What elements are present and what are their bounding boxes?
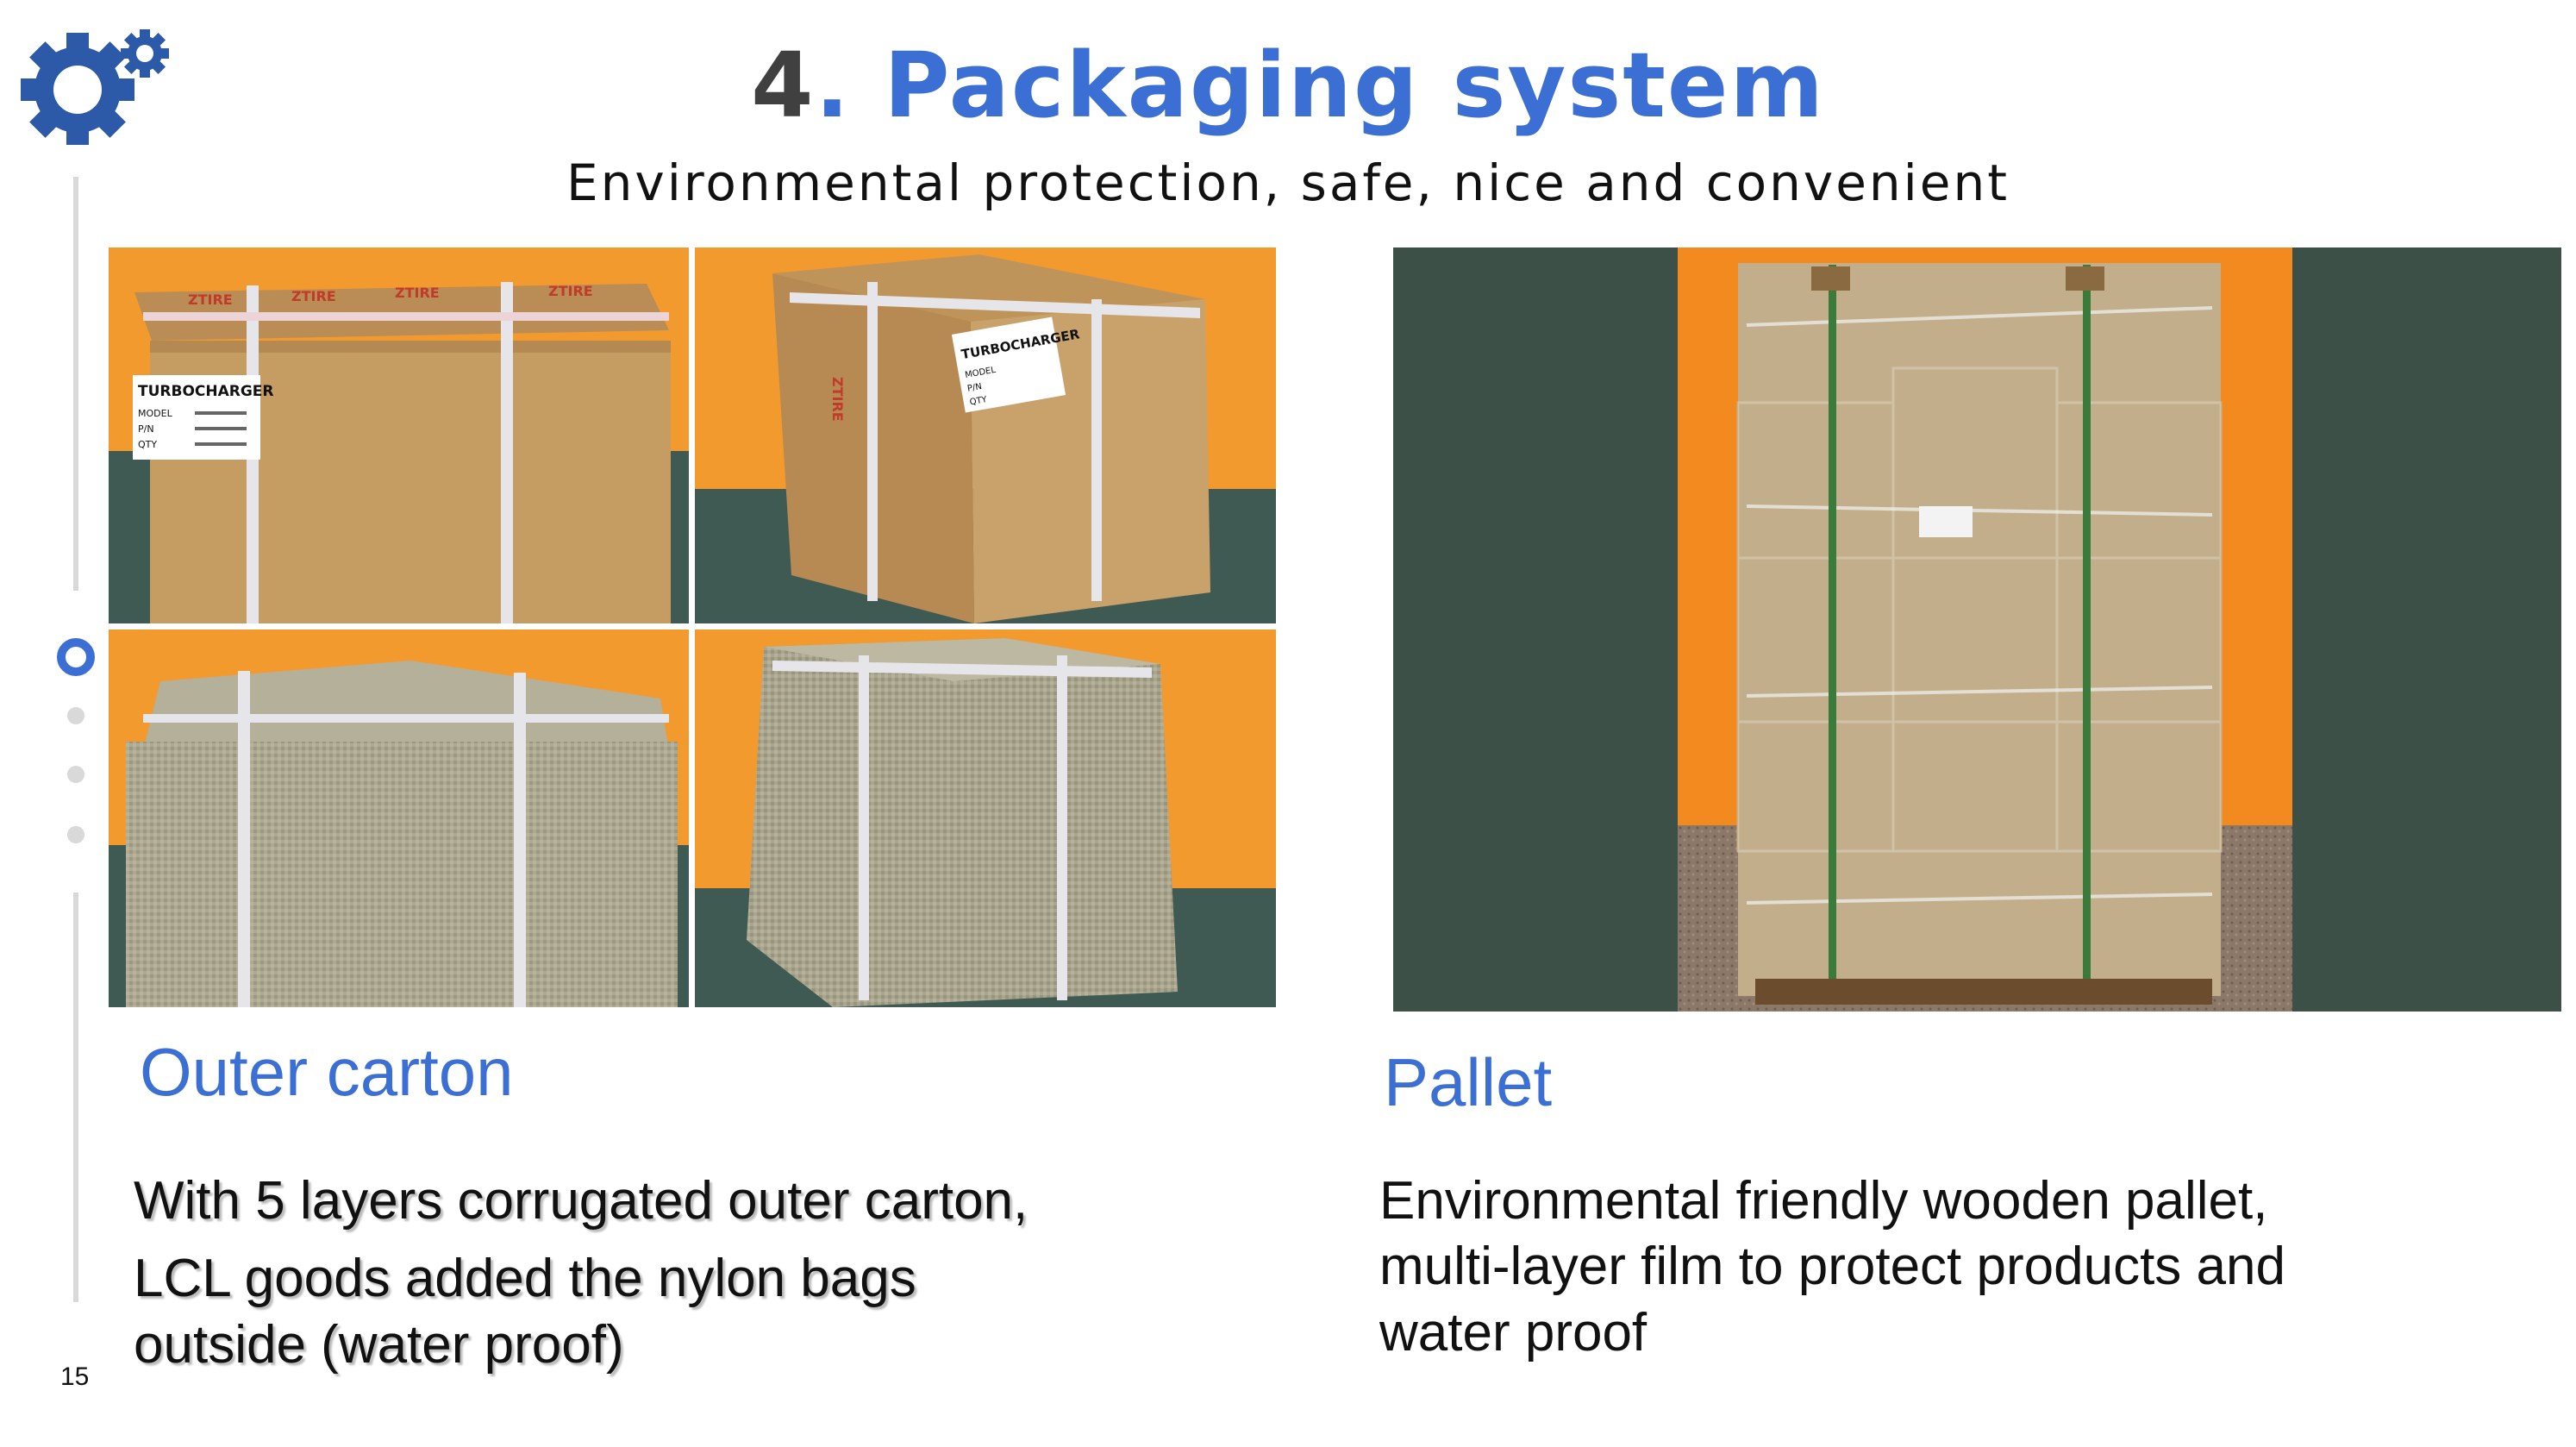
carton-label-pn: P/N	[138, 423, 154, 435]
nav-rail-top	[73, 177, 78, 591]
svg-text:ZTIRE: ZTIRE	[395, 285, 440, 301]
svg-text:ZTIRE: ZTIRE	[548, 283, 593, 299]
outer-carton-line-1: With 5 layers corrugated outer carton,	[134, 1171, 1029, 1231]
nav-dot-4[interactable]	[67, 826, 84, 843]
gear-logo-icon	[16, 16, 179, 147]
nylon-bag-photo-angled	[695, 630, 1276, 1007]
nav-rail-bottom	[73, 893, 78, 1302]
nylon-bag-photo-front	[109, 630, 689, 1007]
outer-carton-line-3: outside (water proof)	[134, 1314, 624, 1375]
svg-text:ZTIRE: ZTIRE	[291, 288, 336, 304]
pallet-description: Environmental friendly wooden pallet, mu…	[1379, 1168, 2569, 1366]
carton-label-model: MODEL	[138, 408, 173, 419]
carton-photo-front: ZTIRE ZTIRE ZTIRE ZTIRE TURBOCHARGER MODEL…	[109, 247, 689, 623]
svg-text:ZTIRE: ZTIRE	[188, 291, 233, 308]
nav-dot-active[interactable]	[57, 638, 95, 676]
carton-label-pn-2: P/N	[966, 382, 983, 394]
svg-text:ZTIRE: ZTIRE	[829, 377, 846, 422]
pallet-photo	[1393, 247, 2561, 1012]
page-subtitle: Environmental protection, safe, nice and…	[566, 153, 2010, 212]
outer-carton-line-2: LCL goods added the nylon bags	[134, 1249, 916, 1309]
carton-label-brand: TURBOCHARGER	[138, 383, 274, 400]
pallet-line-1: Environmental friendly wooden pallet,	[1379, 1171, 2268, 1231]
page-number: 15	[60, 1362, 90, 1391]
carton-label-qty: QTY	[138, 439, 157, 450]
outer-carton-title: Outer carton	[140, 1034, 514, 1110]
pallet-line-2: multi-layer film to protect products and	[1379, 1237, 2285, 1297]
carton-photo-angled: ZTIRE TURBOCHARGER MODEL P/N QTY	[695, 247, 1276, 623]
title-number: 4	[751, 33, 816, 138]
outer-carton-description: With 5 layers corrugated outer carton, L…	[134, 1168, 1254, 1378]
title-text: . Packaging system	[815, 33, 1825, 138]
carton-label-qty-2: QTY	[969, 395, 989, 407]
nav-dot-2[interactable]	[67, 707, 84, 724]
nav-dot-3[interactable]	[67, 766, 84, 783]
page-title: 4. Packaging system	[0, 33, 2576, 138]
pallet-title: Pallet	[1384, 1044, 1553, 1120]
pallet-line-3: water proof	[1379, 1302, 1648, 1362]
